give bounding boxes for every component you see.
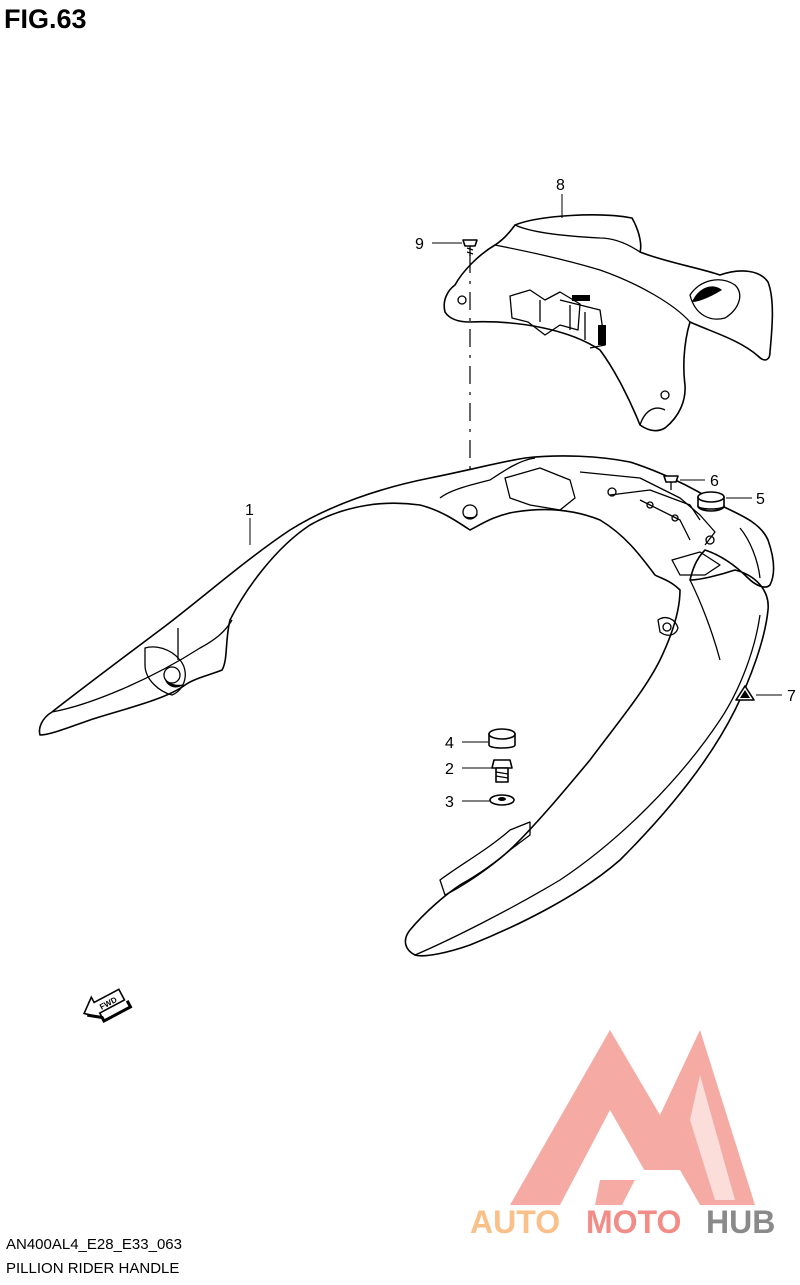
callout-6: 6 xyxy=(710,473,719,490)
callout-2: 2 xyxy=(445,761,454,778)
watermark-logo xyxy=(510,1030,755,1205)
watermark-triangle-outer xyxy=(510,1030,755,1205)
callout-4: 4 xyxy=(445,735,454,752)
part-5-cushion xyxy=(697,491,725,512)
part-8-rear-cover xyxy=(443,214,774,432)
part-6-screw xyxy=(663,475,679,490)
watermark-text-hub: HUB xyxy=(706,1204,775,1240)
figure-name: PILLION RIDER HANDLE xyxy=(6,1260,180,1277)
callout-7: 7 xyxy=(787,688,796,705)
part-9-screw xyxy=(462,239,478,256)
callout-8: 8 xyxy=(556,177,565,194)
part-7-nut xyxy=(735,685,755,701)
fwd-arrow-icon: FWD xyxy=(82,988,133,1024)
part-3-washer xyxy=(489,794,515,806)
figure-code: AN400AL4_E28_E33_063 xyxy=(6,1236,182,1253)
callout-1: 1 xyxy=(245,502,254,519)
part-4-cap xyxy=(488,728,516,749)
part-1-pillion-handle xyxy=(38,455,775,957)
part-2-bolt xyxy=(491,759,513,783)
callout-5: 5 xyxy=(756,491,765,508)
watermark-triangle-cut xyxy=(690,1075,735,1200)
figure-title: FIG.63 xyxy=(4,4,87,34)
watermark-text-auto: AUTO xyxy=(470,1204,560,1240)
callout-9: 9 xyxy=(415,236,424,253)
callout-3: 3 xyxy=(445,794,454,811)
watermark-text-moto: MOTO xyxy=(586,1204,681,1240)
watermark-triangle-inner xyxy=(560,1110,650,1205)
